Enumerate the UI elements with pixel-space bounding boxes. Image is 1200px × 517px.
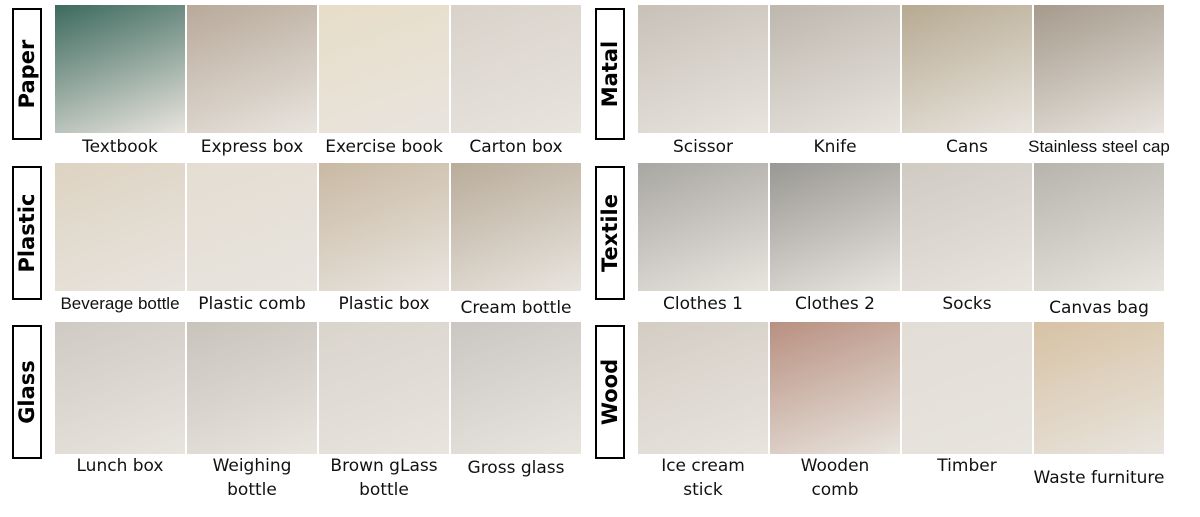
- item-label: Timber: [937, 456, 997, 476]
- item-photo: [638, 322, 768, 454]
- item-photo: [638, 163, 768, 291]
- item-photo: [1034, 322, 1164, 454]
- category-label-box: Glass: [12, 325, 42, 459]
- item-photo: [902, 5, 1032, 133]
- item-photo: [55, 5, 185, 133]
- category-label: Matal: [598, 40, 622, 108]
- item-label: Beverage bottle: [60, 294, 180, 313]
- item-label: Clothes 2: [795, 294, 875, 314]
- category-label: Plastic: [15, 193, 39, 273]
- item-label: Clothes 1: [663, 294, 743, 314]
- item-label: Waste furniture: [1033, 468, 1165, 488]
- item-label: Cans: [946, 137, 988, 157]
- category-label: Wood: [598, 358, 622, 426]
- item-photo: [319, 5, 449, 133]
- item-photo: [55, 163, 185, 291]
- item-label: Knife: [813, 137, 857, 157]
- category-label-box: Plastic: [12, 166, 42, 300]
- item-photo: [319, 163, 449, 291]
- item-photo: [55, 322, 185, 454]
- item-label: Ice cream stick: [661, 456, 745, 500]
- item-photo: [770, 163, 900, 291]
- item-photo: [770, 5, 900, 133]
- item-photo: [1034, 5, 1164, 133]
- category-label-box: Textile: [595, 166, 625, 300]
- item-photo: [902, 163, 1032, 291]
- category-label-box: Wood: [595, 325, 625, 459]
- category-label: Glass: [15, 360, 39, 424]
- category-label-box: Paper: [12, 8, 42, 140]
- category-label: Textile: [598, 193, 622, 273]
- item-photo: [902, 322, 1032, 454]
- item-label: Textbook: [82, 137, 158, 157]
- item-photo: [451, 322, 581, 454]
- item-label: Cream bottle: [460, 298, 572, 318]
- category-label: Paper: [15, 39, 39, 109]
- item-label: Socks: [942, 294, 992, 314]
- item-label: Gross glass: [467, 458, 565, 478]
- item-label: Weighing bottle: [212, 456, 292, 500]
- item-label: Stainless steel cap: [1028, 137, 1170, 156]
- item-photo: [770, 322, 900, 454]
- item-photo: [451, 5, 581, 133]
- item-label: Wooden comb: [800, 456, 870, 500]
- item-photo: [187, 163, 317, 291]
- item-label: Plastic comb: [198, 294, 306, 314]
- item-photo: [187, 322, 317, 454]
- item-label: Lunch box: [76, 456, 164, 476]
- item-label: Canvas bag: [1049, 298, 1149, 318]
- item-label: Express box: [200, 137, 304, 157]
- item-label: Brown gLass bottle: [330, 456, 438, 500]
- item-label: Plastic box: [338, 294, 430, 314]
- item-photo: [638, 5, 768, 133]
- item-photo: [1034, 163, 1164, 291]
- item-photo: [319, 322, 449, 454]
- item-label: Scissor: [673, 137, 733, 157]
- item-photo: [451, 163, 581, 291]
- item-photo: [187, 5, 317, 133]
- item-label: Carton box: [469, 137, 563, 157]
- item-label: Exercise book: [325, 137, 443, 157]
- category-label-box: Matal: [595, 8, 625, 140]
